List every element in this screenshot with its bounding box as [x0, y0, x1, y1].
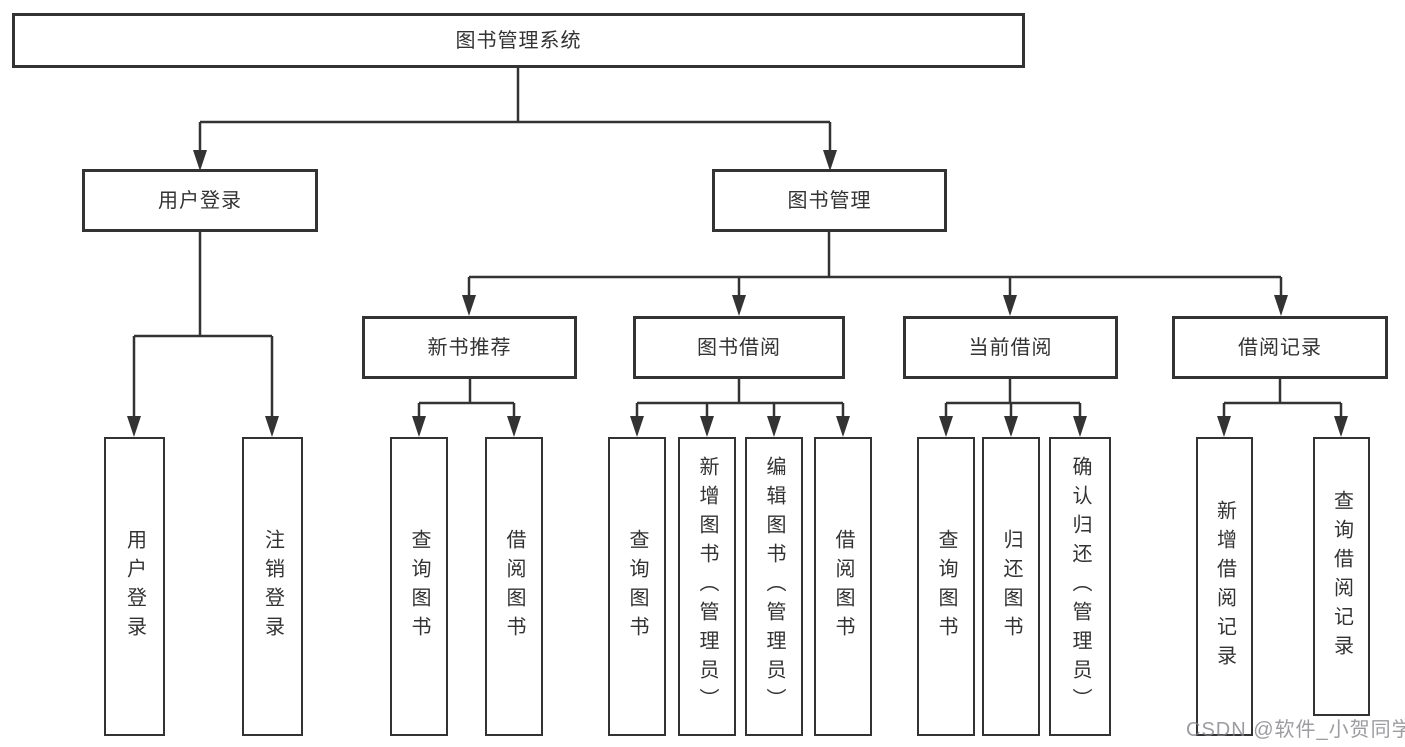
node-current-borrow: 当前借阅	[903, 316, 1118, 379]
csdn-watermark: CSDN @软件_小贺同学	[1186, 719, 1405, 741]
leaf-current-return-books: 归还图书	[982, 437, 1040, 736]
leaf-borrow-query-books: 查询图书	[608, 437, 666, 736]
leaf-newbook-query-books: 查询图书	[390, 437, 448, 736]
leaf-records-query-record: 查询借阅记录	[1313, 437, 1370, 716]
leaf-borrow-edit-books-admin: 编辑图书（管理员）	[745, 437, 803, 736]
leaf-newbook-borrow-books: 借阅图书	[485, 437, 543, 736]
arrowheads	[127, 150, 1348, 437]
node-book-management: 图书管理	[712, 169, 947, 232]
leaf-borrow-borrow-books: 借阅图书	[814, 437, 872, 736]
leaf-logout-login: 注销登录	[242, 437, 303, 736]
node-book-borrow: 图书借阅	[633, 316, 845, 379]
leaf-records-add-record: 新增借阅记录	[1196, 437, 1253, 736]
node-root-system: 图书管理系统	[12, 13, 1025, 68]
node-new-book-recommend: 新书推荐	[362, 316, 577, 379]
leaf-current-confirm-return-admin: 确认归还（管理员）	[1049, 437, 1111, 736]
leaf-user-login: 用户登录	[104, 437, 165, 736]
leaf-current-query-books: 查询图书	[917, 437, 975, 736]
leaf-borrow-add-books-admin: 新增图书（管理员）	[678, 437, 736, 736]
node-user-login: 用户登录	[82, 169, 318, 232]
node-borrow-records: 借阅记录	[1172, 316, 1388, 379]
